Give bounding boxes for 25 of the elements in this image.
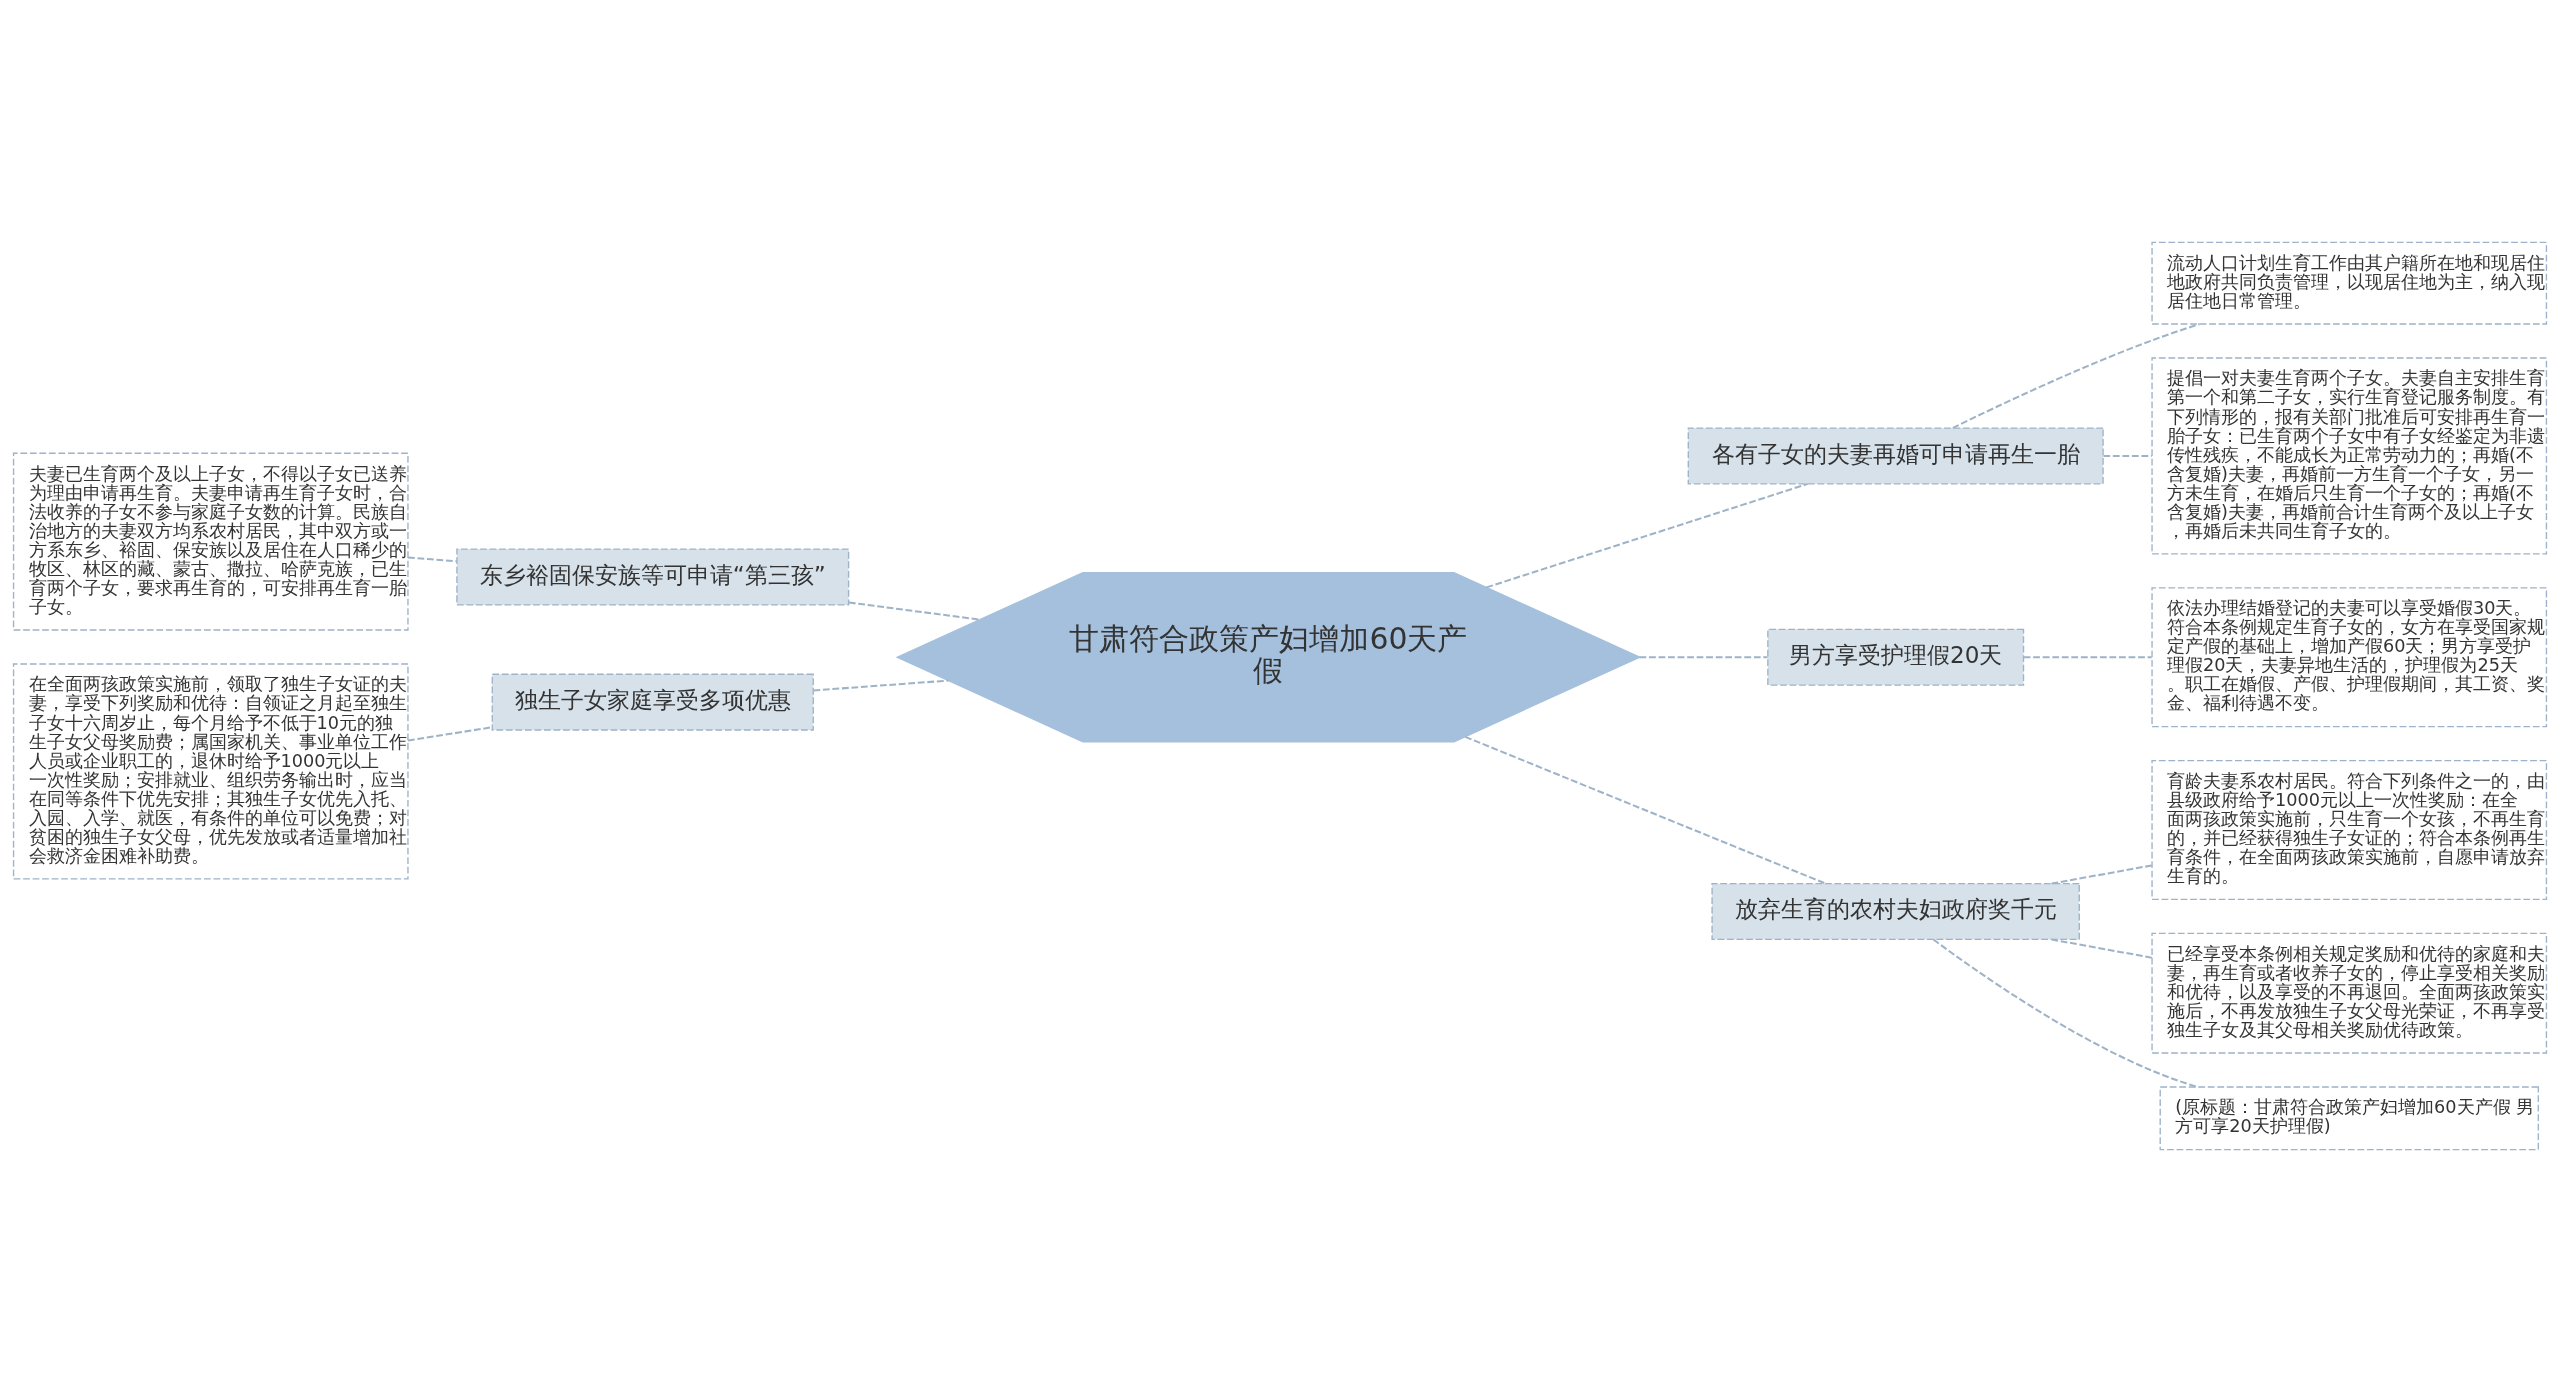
- node-box: 育龄夫妻系农村居民。符合下列条件之一的，由县级政府给予1000元以上一次性奖励：在全面两孩政策实施前，只生育一个女孩，不再生育的，并已经获得独生子女证的；符合本条例再生育条件，在全面两孩政策实施前，自愿申请放弃生育的。: [2151, 759, 2548, 900]
- connector: [407, 725, 493, 742]
- connector: [813, 679, 949, 691]
- node-box: 在全面两孩政策实施前，领取了独生子女证的夫妻，享受下列奖励和优待：自领证之月起至独生子女十六周岁止，每个月给予不低于10元的独生子女父母奖励费；属国家机关、事业单位工作人员或企业职工的，退休时给予1000元以上一次性奖励；安排就业、组织劳务输出时，应当在同等条件下优先安排；其独生子女优先入托、入园、入学、就医，有条件的单位可以免费；对贫困的独生子女父母，优先发放或者适量增加社会救济金困难补助费。: [12, 662, 409, 880]
- connector: [2023, 655, 2152, 658]
- node-box: 依法办理结婚登记的夫妻可以享受婚假30天。符合本条例规定生育子女的，女方在享受国家规定产假的基础上，增加产假60天；男方享受护理假20天，夫妻异地生活的，护理假为25天。职工在婚假、产假、护理假期间，其工资、奖金、福利待遇不变。: [2151, 586, 2548, 727]
- node-box: 男方享受护理假20天: [1767, 628, 2025, 686]
- node-box: (原标题：甘肃符合政策产妇增加60天产假 男方可享20天护理假): [2159, 1085, 2539, 1150]
- connector: [1464, 735, 1827, 885]
- connector: [2051, 863, 2152, 885]
- connector: [1486, 482, 1809, 588]
- connector: [407, 555, 457, 562]
- node-box: 放弃生育的农村夫妇政府奖千元: [1711, 882, 2080, 940]
- node-box: 独生子女家庭享受多项优惠: [491, 673, 814, 731]
- node-box: 已经享受本条例相关规定奖励和优待的家庭和夫妻，再生育或者收养子女的，停止享受相关奖励和优待，以及享受的不再退回。全面两孩政策实施后，不再发放独生子女父母光荣证，不再享受独生子女及其父母相关奖励优待政策。: [2151, 932, 2548, 1054]
- connector: [2103, 454, 2152, 457]
- connector: [2051, 938, 2152, 959]
- connector: [1952, 322, 2200, 429]
- node-box: 东乡裕固保安族等可申请“第三孩”: [456, 547, 850, 606]
- node-box: 夫妻已生育两个及以上子女，不得以子女已送养为理由申请再生育。夫妻申请再生育子女时，合法收养的子女不参与家庭子女数的计算。民族自治地方的夫妻双方均系农村居民，其中双方或一方系东乡、裕固、保安族以及居住在人口稀少的牧区、林区的藏、蒙古、撒拉、哈萨克族，已生育两个子女，要求再生育的，可安排再生育一胎子女。: [12, 452, 409, 631]
- node-box: 流动人口计划生育工作由其户籍所在地和现居住地政府共同负责管理，以现居住地为主，纳入现居住地日常管理。: [2151, 241, 2548, 325]
- node-box: 各有子女的夫妻再婚可申请再生一胎: [1687, 426, 2104, 484]
- node-box: 提倡一对夫妻生育两个子女。夫妻自主安排生育第一个和第二子女，实行生育登记服务制度。有下列情形的，报有关部门批准后可安排再生育一胎子女：已生育两个子女中有子女经鉴定为非遗传性残疾，不能成长为正常劳动力的；再婚(不含复婚)夫妻，再婚前一方生育一个子女，另一方未生育，在婚后只生育一个子女的；再婚(不含复婚)夫妻，再婚前合计生育两个及以上子女，再婚后未共同生育子女的。: [2151, 356, 2548, 555]
- connector: [848, 601, 980, 621]
- connector: [1639, 655, 1768, 658]
